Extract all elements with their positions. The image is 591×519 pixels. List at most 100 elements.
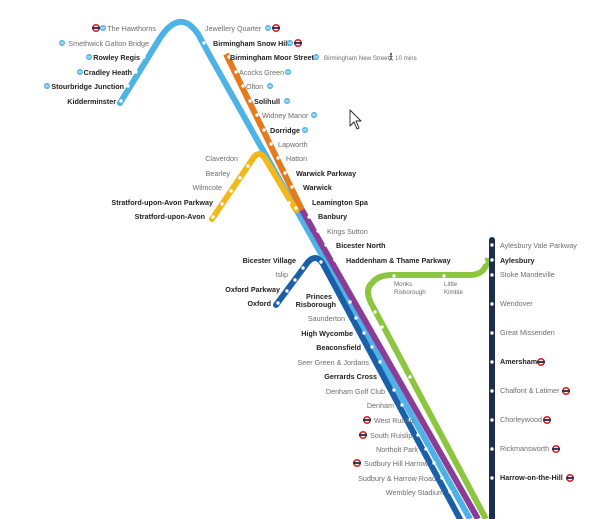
station-dot <box>392 274 396 278</box>
national-rail-icon <box>312 53 320 61</box>
national-rail-icon <box>76 68 84 76</box>
station-label-hatton: Hatton <box>286 154 307 163</box>
station-dot <box>287 201 291 205</box>
station-label-stourbridge-junction: Stourbridge Junction <box>51 82 124 91</box>
station-dot <box>378 360 382 364</box>
station-dot <box>220 202 224 206</box>
station-dot <box>490 331 494 335</box>
station-dot <box>126 84 130 88</box>
station-label-warwick-parkway: Warwick Parkway <box>296 169 356 178</box>
station-dot <box>362 331 366 335</box>
station-dot <box>276 301 280 305</box>
station-dot <box>490 302 494 306</box>
station-dot <box>370 345 374 349</box>
national-rail-icon <box>266 82 274 90</box>
station-label-lapworth: Lapworth <box>278 140 308 149</box>
station-dot <box>293 278 297 282</box>
station-dot <box>490 258 494 262</box>
station-dot <box>316 229 320 233</box>
station-dot <box>302 201 306 205</box>
birmingham-new-street-note: Birmingham New Street <box>324 55 390 62</box>
station-dot <box>255 113 259 117</box>
station-label-princes-risborough-2: Risborough <box>296 300 336 309</box>
station-label-amersham: Amersham <box>500 357 537 366</box>
station-dot <box>490 476 494 480</box>
station-dot <box>490 447 494 451</box>
station-dot <box>307 215 311 219</box>
station-dots <box>119 26 494 494</box>
station-label-cradley-heath: Cradley Heath <box>84 68 132 77</box>
station-label-bearley: Bearley <box>206 169 231 178</box>
station-dot <box>134 70 138 74</box>
station-dot <box>248 99 252 103</box>
station-dot <box>354 316 358 320</box>
station-dot <box>241 84 245 88</box>
station-dot <box>142 55 146 59</box>
station-label-sudbury-harrow-road: Sudbury & Harrow Road <box>358 474 436 483</box>
underground-roundel-icon <box>91 23 101 33</box>
station-label-denham: Denham <box>367 401 394 410</box>
station-dot <box>408 375 412 379</box>
station-dot <box>225 73 229 77</box>
station-label-little-kimble-1: Little <box>444 281 458 288</box>
underground-roundel-icon <box>352 458 362 468</box>
station-dot <box>214 55 218 59</box>
station-label-warwick: Warwick <box>303 183 332 192</box>
station-dot <box>333 258 337 262</box>
station-dot <box>490 389 494 393</box>
station-label-olton: Olton <box>246 82 263 91</box>
station-label-northolt-park: Northolt Park <box>376 445 418 454</box>
station-dot <box>348 300 352 304</box>
station-dot <box>211 215 215 219</box>
station-label-bicester-village: Bicester Village <box>243 256 296 265</box>
station-label-solihull: Solihull <box>254 97 280 106</box>
station-dot <box>401 374 405 378</box>
station-dot <box>448 490 452 494</box>
station-label-sudbury-hill-harrow: Sudbury Hill Harrow <box>364 459 429 468</box>
station-dot <box>400 403 404 407</box>
station-dot <box>482 260 486 264</box>
station-dot <box>324 243 328 247</box>
station-label-saunderton: Saunderton <box>308 314 345 323</box>
station-label-stratford: Stratford-upon-Avon <box>135 212 205 221</box>
national-rail-icon <box>301 126 309 134</box>
stratford-branch-line <box>209 151 299 222</box>
station-dot <box>238 176 242 180</box>
station-label-chorleywood: Chorleywood <box>500 415 542 424</box>
station-label-haddenham-thame: Haddenham & Thame Parkway <box>346 256 451 265</box>
station-label-denham-golf-club: Denham Golf Club <box>326 387 385 396</box>
national-rail-icon <box>43 82 51 90</box>
station-label-little-kimble-2: Kimble <box>444 289 463 296</box>
station-label-stoke-mandeville: Stoke Mandeville <box>500 270 555 279</box>
station-dot <box>442 274 446 278</box>
station-dot <box>276 156 280 160</box>
station-label-beaconsfield: Beaconsfield <box>316 343 361 352</box>
underground-roundel-icon <box>358 430 368 440</box>
station-label-acocks-green: Acocks Green <box>239 68 284 77</box>
underground-roundel-icon <box>542 415 552 425</box>
station-label-wilmcote: Wilmcote <box>192 183 222 192</box>
national-rail-icon <box>58 39 66 47</box>
station-dot <box>416 433 420 437</box>
station-label-rickmansworth: Rickmansworth <box>500 444 549 453</box>
mouse-pointer-icon <box>349 109 362 130</box>
station-dot <box>380 325 384 329</box>
station-dot <box>301 266 305 270</box>
national-rail-icon <box>264 24 272 32</box>
national-rail-icon <box>283 97 291 105</box>
station-dot <box>246 164 250 168</box>
station-dot <box>319 260 323 264</box>
station-dot <box>424 447 428 451</box>
station-dot <box>262 128 266 132</box>
national-rail-icon <box>284 68 292 76</box>
underground-roundel-icon <box>271 23 281 33</box>
station-label-south-ruislip: South Ruislip <box>370 431 412 440</box>
moor-street-orange-line <box>223 52 305 212</box>
station-dot <box>432 461 436 465</box>
station-dot <box>119 99 123 103</box>
station-label-princes-risborough-1: Princes <box>306 292 332 301</box>
underground-roundel-icon <box>293 38 303 48</box>
station-label-birmingham-moor-street: Birmingham Moor Street <box>230 53 314 62</box>
station-label-widney-manor: Widney Manor <box>262 111 309 120</box>
station-label-monks-risborough-2: Risborough <box>394 289 426 296</box>
